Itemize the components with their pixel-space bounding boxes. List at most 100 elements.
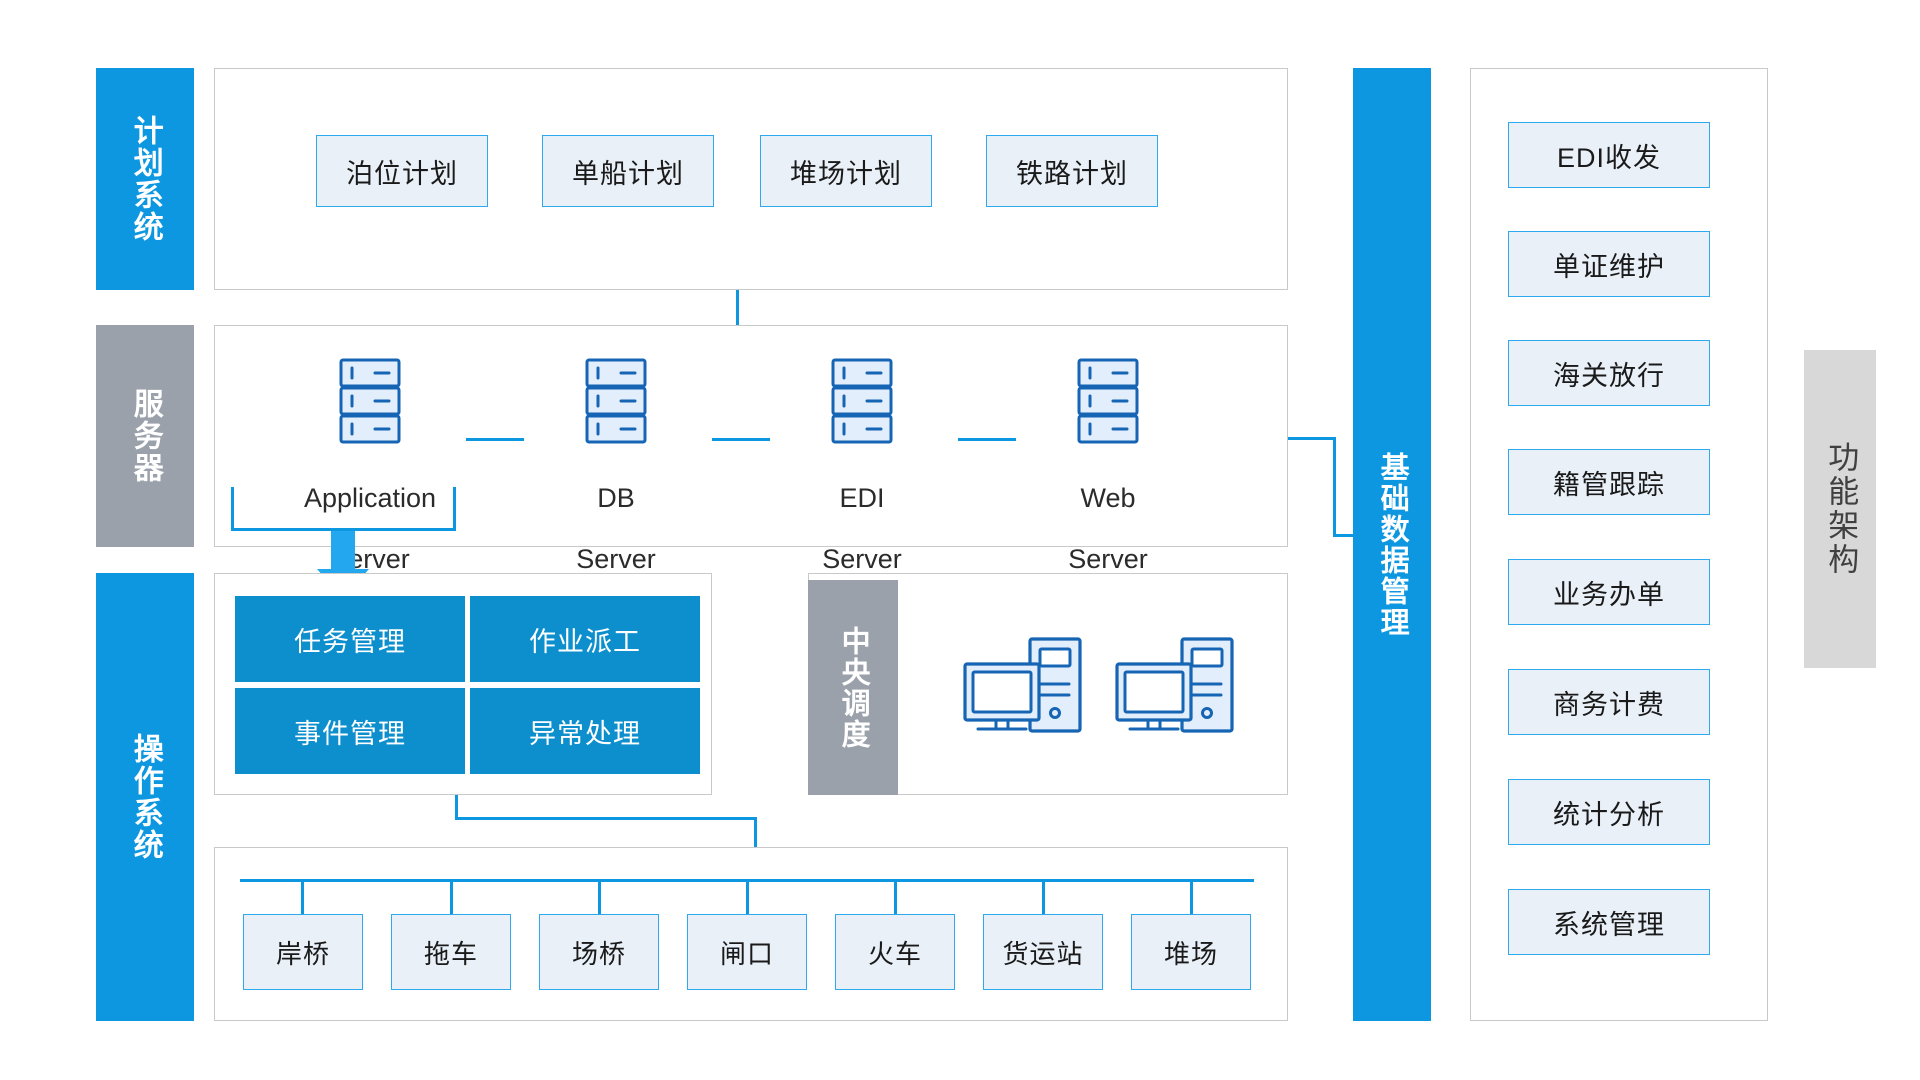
equipment-stem-1 [301,879,304,916]
band-basic-data-management: 基础数据管理 [1353,68,1431,1021]
connector-tiles-to-equipment-h [455,817,757,820]
equipment-stem-5 [894,879,897,916]
equipment-yard-crane[interactable]: 场桥 [539,914,659,990]
function-item-business-order-label: 业务办单 [1553,579,1665,610]
server-web-label: Web Server [1068,452,1148,575]
equipment-stem-6 [1042,879,1045,916]
plan-item-yard[interactable]: 堆场计划 [760,135,932,207]
equipment-stem-4 [746,879,749,916]
dispatch-terminal-2[interactable] [1114,630,1236,736]
server-rack-icon [585,358,647,444]
band-function-architecture-label: 功能架构 [1823,441,1859,577]
connector-server-to-basicdata-v [1333,437,1336,537]
function-item-edi-transfer[interactable]: EDI收发 [1508,122,1710,188]
function-item-statistical-analysis-label: 统计分析 [1553,799,1665,830]
connector-server-2-3 [712,438,770,441]
central-dispatch-band: 中央调度 [808,580,898,795]
operation-tile-job-dispatch-label: 作业派工 [529,626,641,657]
plan-item-vessel[interactable]: 单船计划 [542,135,714,207]
equipment-stem-7 [1190,879,1193,916]
connector-plan-to-server [736,290,739,325]
server-web[interactable]: Web Server [1019,358,1197,575]
band-operation-system: 操作系统 [96,573,194,1021]
equipment-freight-station-label: 货运站 [1002,938,1084,969]
band-server: 服务器 [96,325,194,547]
plan-item-berth-label: 泊位计划 [346,158,458,189]
function-item-registry-tracking-label: 籍管跟踪 [1553,469,1665,500]
plan-item-berth[interactable]: 泊位计划 [316,135,488,207]
equipment-yard-crane-label: 场桥 [571,938,626,969]
server-db-line2: Server [576,544,656,575]
server-edi[interactable]: EDI Server [773,358,951,575]
operation-tile-event-management[interactable]: 事件管理 [235,688,465,774]
server-edi-line1: EDI [839,482,885,513]
function-item-commercial-billing[interactable]: 商务计费 [1508,669,1710,735]
band-operation-system-label: 操作系统 [128,733,162,861]
plan-item-vessel-label: 单船计划 [572,158,684,189]
band-server-label: 服务器 [128,388,162,484]
equipment-gate[interactable]: 闸口 [687,914,807,990]
band-function-architecture: 功能架构 [1804,350,1876,668]
desktop-computer-icon [1114,630,1236,736]
equipment-train-label: 火车 [867,938,922,969]
equipment-truck-label: 拖车 [423,938,478,969]
connector-server-1-2 [466,438,524,441]
operation-tile-event-management-label: 事件管理 [294,718,406,749]
plan-item-yard-label: 堆场计划 [790,158,902,189]
equipment-freight-station[interactable]: 货运站 [983,914,1103,990]
equipment-stem-3 [598,879,601,916]
server-application-line1: Application [303,482,437,513]
function-item-statistical-analysis[interactable]: 统计分析 [1508,779,1710,845]
band-plan-system-label: 计划系统 [128,115,162,243]
operation-tile-task-management[interactable]: 任务管理 [235,596,465,682]
function-item-edi-transfer-label: EDI收发 [1556,142,1661,173]
dispatch-terminal-1[interactable] [962,630,1084,736]
function-item-registry-tracking[interactable]: 籍管跟踪 [1508,449,1710,515]
server-db[interactable]: DB Server [527,358,705,575]
equipment-train[interactable]: 火车 [835,914,955,990]
band-basic-data-management-label: 基础数据管理 [1376,451,1409,638]
function-item-system-management[interactable]: 系统管理 [1508,889,1710,955]
function-item-document-maintenance-label: 单证维护 [1553,251,1665,282]
server-rack-icon [1077,358,1139,444]
connector-tiles-to-equipment-v [455,795,458,819]
equipment-quay-crane[interactable]: 岸桥 [243,914,363,990]
server-rack-icon [831,358,893,444]
plan-item-rail-label: 铁路计划 [1016,158,1128,189]
equipment-quay-crane-label: 岸桥 [275,938,330,969]
connector-server-to-basicdata-h [1288,437,1336,440]
function-item-document-maintenance[interactable]: 单证维护 [1508,231,1710,297]
function-item-system-management-label: 系统管理 [1553,909,1665,940]
operation-tile-exception-handling[interactable]: 异常处理 [470,688,700,774]
server-edi-line2: Server [822,544,902,575]
equipment-yard[interactable]: 堆场 [1131,914,1251,990]
equipment-truck[interactable]: 拖车 [391,914,511,990]
equipment-stem-2 [450,879,453,916]
connector-basicdata-in [1333,534,1355,537]
server-application[interactable]: Application Server [281,358,459,575]
plan-item-rail[interactable]: 铁路计划 [986,135,1158,207]
function-item-commercial-billing-label: 商务计费 [1553,689,1665,720]
operation-tile-task-management-label: 任务管理 [294,626,406,657]
server-web-line1: Web [1080,482,1136,513]
function-item-customs-release-label: 海关放行 [1553,360,1665,391]
connector-equipment-drop [754,817,757,847]
operation-tile-exception-handling-label: 异常处理 [529,718,641,749]
central-dispatch-label: 中央调度 [837,625,870,750]
connector-appserver-bracket [231,487,456,531]
equipment-gate-label: 闸口 [719,938,774,969]
server-db-label: DB Server [576,452,656,575]
server-edi-label: EDI Server [822,452,902,575]
equipment-yard-label: 堆场 [1163,938,1218,969]
connector-appserver-arrow-stem [331,531,355,571]
server-rack-icon [339,358,401,444]
band-plan-system: 计划系统 [96,68,194,290]
server-web-line2: Server [1068,544,1148,575]
desktop-computer-icon [962,630,1084,736]
operation-tile-job-dispatch[interactable]: 作业派工 [470,596,700,682]
function-list-panel [1470,68,1768,1021]
function-item-customs-release[interactable]: 海关放行 [1508,340,1710,406]
connector-server-3-4 [958,438,1016,441]
server-db-line1: DB [597,482,635,513]
function-item-business-order[interactable]: 业务办单 [1508,559,1710,625]
